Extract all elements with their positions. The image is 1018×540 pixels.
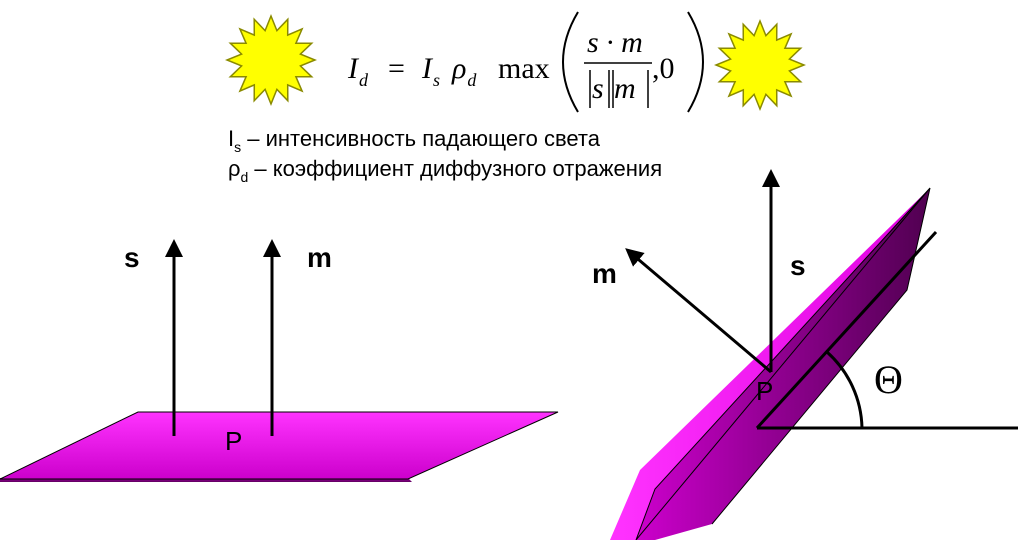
formula-denominator-s: s bbox=[592, 72, 604, 105]
angle-arc bbox=[825, 350, 864, 429]
formula-denominator-m: m bbox=[614, 72, 636, 105]
right-point-label: P bbox=[756, 376, 774, 406]
left-s-label: s bbox=[124, 242, 140, 273]
formula-right-paren bbox=[687, 11, 704, 113]
left-m-label: m bbox=[307, 242, 332, 273]
formula-max: max bbox=[498, 52, 550, 85]
formula-left-paren bbox=[562, 11, 579, 113]
right-m-vector bbox=[625, 248, 772, 374]
formula-intensity: Is bbox=[422, 52, 441, 90]
right-m-label: m bbox=[592, 258, 617, 289]
formula-lhs: Id bbox=[348, 52, 368, 90]
right-s-label: s bbox=[790, 250, 806, 281]
surface-line bbox=[755, 230, 938, 430]
right-plane-edge bbox=[635, 187, 931, 540]
formula-zero: ,0 bbox=[652, 52, 675, 85]
sun-icon bbox=[224, 13, 318, 107]
formula-rho: ρd bbox=[452, 52, 477, 90]
left-plane bbox=[0, 411, 559, 480]
sun-icon bbox=[713, 18, 807, 112]
angle-theta-label: Θ bbox=[874, 357, 903, 402]
caption-reflection: ρd – коэффициент диффузного отражения bbox=[228, 156, 663, 185]
formula-numerator: s · m bbox=[587, 26, 643, 59]
formula-equals: = bbox=[388, 52, 405, 85]
caption-intensity: Is – интенсивность падающего света bbox=[228, 126, 600, 155]
left-point-label: P bbox=[225, 426, 243, 456]
right-plane-outline bbox=[711, 187, 931, 525]
right-plane bbox=[610, 188, 930, 540]
